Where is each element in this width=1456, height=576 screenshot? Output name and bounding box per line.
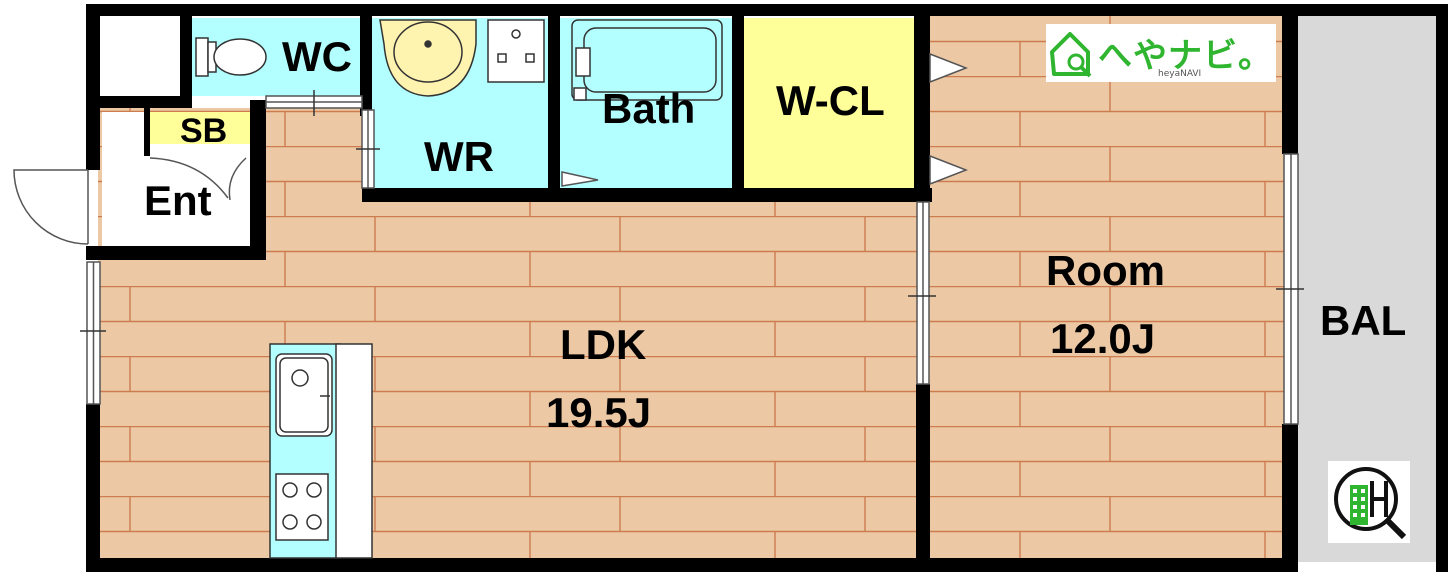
washbasin-icon [379, 19, 477, 97]
wall-left-top [86, 4, 100, 170]
doors [13, 52, 969, 245]
wall-room-divider [916, 384, 930, 560]
wall-bottom [86, 558, 1298, 572]
room-label-wr: WR [424, 133, 494, 180]
wall-left-bottom [86, 404, 100, 572]
room-floor [925, 16, 1287, 562]
bathtub-icon [571, 19, 723, 101]
room-label-ent: Ent [144, 177, 212, 224]
wall-right [1436, 4, 1448, 572]
wall-bath-right [732, 4, 744, 202]
room-size-ldk: 19.5J [546, 389, 652, 436]
wall-balcony-bottom [1282, 424, 1298, 572]
walls [86, 4, 1448, 572]
logo-text: へやナビ。 [1098, 36, 1273, 76]
wall-closet-right [914, 4, 930, 202]
entrance-door-swing [13, 169, 89, 245]
sb-floor [150, 112, 252, 144]
wall-entrance-bottom [86, 246, 266, 260]
wall-storage-right [180, 4, 192, 108]
room-label-ldk: LDK [560, 321, 647, 368]
washing-machine-icon [487, 19, 545, 83]
wall-balcony-top [1282, 4, 1298, 154]
room-size-room: 12.0J [1050, 315, 1156, 362]
wall-storage-bottom [86, 96, 192, 108]
sb-door-swing [149, 157, 247, 201]
wall-sb-left [144, 108, 150, 156]
stove-icon [275, 473, 329, 541]
wall-wr-right [548, 4, 560, 202]
closet-floor [744, 18, 916, 190]
room-label-room: Room [1046, 247, 1165, 294]
house-icon [1050, 32, 1092, 78]
room-label-bath: Bath [602, 85, 696, 132]
room-label-wcl: W-CL [776, 77, 885, 124]
heyanavi-logo: へやナビ。 heyaNAVI [1046, 24, 1276, 82]
corner-badge [1328, 461, 1410, 543]
building-search-icon [1334, 467, 1407, 540]
storage-box [100, 16, 182, 98]
wall-wc-right [360, 4, 372, 116]
logo-subtext: heyaNAVI [1158, 69, 1202, 79]
kitchen-counter [269, 343, 373, 559]
fixtures [195, 19, 723, 559]
toilet-icon [195, 37, 267, 77]
closet-door-2 [929, 154, 969, 186]
openings [80, 90, 1304, 425]
floors [98, 16, 1438, 562]
room-label-bal: BAL [1320, 297, 1407, 344]
closet-door-1 [929, 52, 969, 84]
room-label-sb: SB [180, 112, 228, 150]
wall-wet-bottom [362, 188, 932, 202]
wall-top [86, 4, 1440, 16]
room-label-wc: WC [282, 33, 352, 80]
bath-door [561, 171, 599, 187]
wall-entrance-right [250, 100, 266, 260]
